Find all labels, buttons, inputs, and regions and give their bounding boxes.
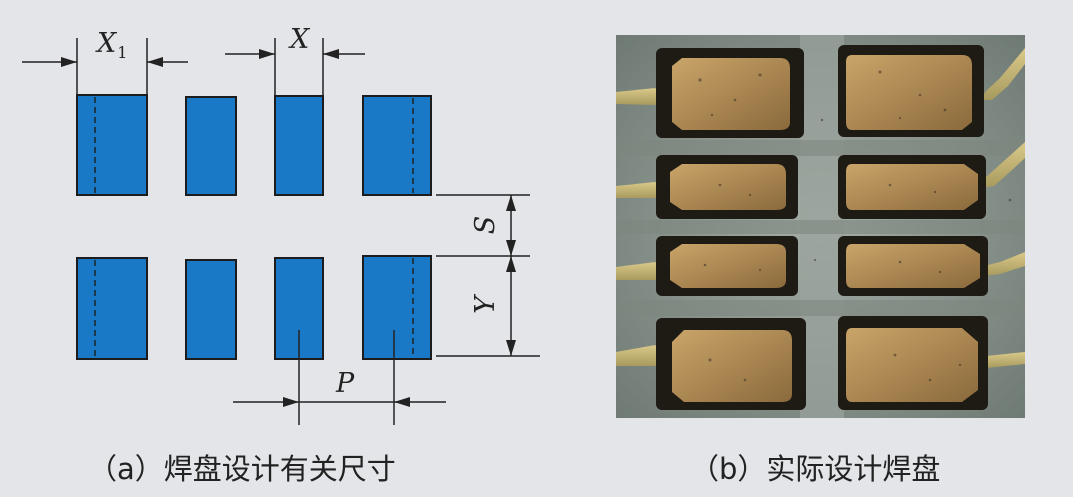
pad-bottom-2 bbox=[185, 259, 237, 360]
copper-traces bbox=[616, 48, 1025, 368]
dimension-s-y: S Y bbox=[436, 194, 540, 357]
caption-a: （a）焊盘设计有关尺寸 bbox=[88, 452, 396, 486]
pad-top-2 bbox=[185, 96, 237, 196]
label-p: P bbox=[335, 368, 355, 399]
pad-top-4 bbox=[362, 95, 432, 196]
label-s: S bbox=[470, 216, 501, 235]
label-x: X bbox=[288, 24, 311, 55]
dimension-x1: X1 bbox=[22, 28, 188, 95]
pad-dimension-diagram: X1 X S Y bbox=[22, 24, 540, 425]
pad-top-3 bbox=[274, 95, 324, 196]
pad-bottom-4 bbox=[362, 255, 432, 360]
label-y: Y bbox=[470, 294, 501, 314]
dimension-p: P bbox=[233, 330, 446, 425]
photo-speckles bbox=[698, 70, 1012, 382]
caption-b: （b）实际设计焊盘 bbox=[690, 452, 941, 486]
photo-pads-left bbox=[656, 48, 806, 410]
pad-photo bbox=[616, 35, 1025, 418]
label-x1: X1 bbox=[95, 28, 127, 62]
pad-bottom-1 bbox=[76, 257, 148, 360]
dimension-x: X bbox=[225, 24, 365, 95]
pad-top-1 bbox=[76, 94, 148, 196]
photo-pads-right bbox=[838, 45, 988, 410]
